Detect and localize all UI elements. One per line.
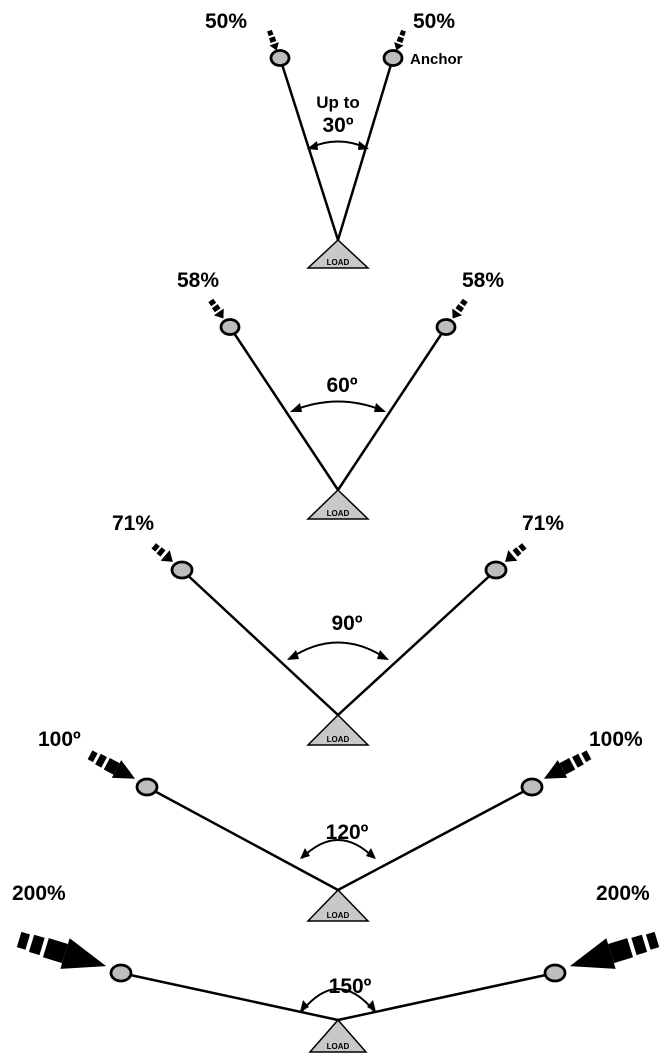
sling-leg-left bbox=[146, 785, 339, 892]
load-label: LOAD bbox=[327, 258, 350, 267]
anchor-point-left bbox=[269, 49, 291, 67]
load-stress-arrow-left bbox=[267, 29, 279, 51]
angle-label: 30º bbox=[322, 114, 353, 137]
configuration-30-degrees: LOAD 50% 50% Anchor Up to 30º bbox=[205, 10, 463, 269]
anchor-label: Anchor bbox=[410, 51, 463, 68]
load-triangle bbox=[306, 713, 370, 746]
load-triangle bbox=[306, 488, 370, 520]
angle-arc-arrowhead-right bbox=[367, 1000, 376, 1012]
load-stress-arrow-right bbox=[505, 543, 527, 562]
angle-arc-arrowhead-left bbox=[300, 848, 310, 859]
load-percent-right: 58% bbox=[462, 269, 504, 292]
sling-leg-right bbox=[337, 785, 533, 892]
anchor-point-right bbox=[520, 777, 544, 797]
angle-arc bbox=[301, 988, 375, 1012]
load-percent-right: 50% bbox=[413, 10, 455, 33]
anchor-point-right bbox=[484, 560, 508, 580]
configuration-90-degrees: LOAD 71% 71% 90º bbox=[112, 512, 564, 746]
load-stress-arrow-left bbox=[208, 298, 224, 319]
sling-leg-left bbox=[181, 569, 339, 716]
load-stress-arrow-left bbox=[151, 543, 173, 562]
angle-arc-arrowhead-left bbox=[290, 403, 302, 412]
load-percent-left: 200% bbox=[12, 882, 66, 905]
load-percent-right: 71% bbox=[522, 512, 564, 535]
load-stress-arrow-right bbox=[452, 298, 468, 319]
angle-arc bbox=[288, 641, 388, 660]
angle-arc bbox=[291, 400, 385, 412]
configuration-60-degrees: LOAD 58% 58% 60º bbox=[177, 269, 504, 520]
load-percent-right: 100% bbox=[589, 728, 643, 751]
anchor-point-right bbox=[435, 318, 457, 336]
load-stress-arrow-left bbox=[87, 750, 136, 779]
load-label: LOAD bbox=[327, 1042, 350, 1051]
load-percent-right: 200% bbox=[596, 882, 650, 905]
load-label: LOAD bbox=[327, 735, 350, 744]
load-percent-left: 58% bbox=[177, 269, 219, 292]
angle-label: 60º bbox=[326, 374, 357, 397]
load-label: LOAD bbox=[327, 911, 350, 920]
angle-arc bbox=[301, 839, 375, 859]
load-percent-left: 50% bbox=[205, 10, 247, 33]
angle-label: 150º bbox=[329, 975, 372, 998]
angle-arc-arrowhead-left bbox=[287, 650, 299, 660]
angle-label: 120º bbox=[326, 821, 369, 844]
angle-arc-arrowhead-right bbox=[366, 848, 376, 859]
anchor-point-left bbox=[170, 560, 194, 580]
load-stress-arrow-left bbox=[16, 931, 107, 969]
anchor-point-right bbox=[543, 963, 567, 983]
load-stress-arrow-right bbox=[569, 931, 660, 969]
load-percent-left: 71% bbox=[112, 512, 154, 535]
load-percent-left: 100º bbox=[38, 728, 81, 751]
sling-leg-right bbox=[336, 326, 448, 491]
angle-arc-arrowhead-right bbox=[374, 403, 386, 412]
sling-leg-left bbox=[120, 971, 339, 1022]
configuration-150-degrees: LOAD 200% 200% 150º bbox=[12, 882, 660, 1053]
load-stress-arrow-right bbox=[394, 29, 406, 51]
angle-arc bbox=[308, 140, 368, 149]
angle-arc-arrowhead-left bbox=[300, 1000, 309, 1012]
angle-arc-arrowhead-right bbox=[377, 650, 389, 660]
sling-leg-right bbox=[337, 569, 497, 716]
sling-leg-right bbox=[337, 971, 556, 1022]
load-triangle bbox=[306, 888, 370, 922]
anchor-point-left bbox=[109, 963, 133, 983]
load-triangle bbox=[308, 1018, 368, 1053]
anchor-point-right bbox=[382, 49, 404, 67]
angle-label: 90º bbox=[331, 612, 362, 635]
angle-prefix-label: Up to bbox=[316, 93, 359, 112]
load-stress-arrow-right bbox=[543, 750, 592, 779]
angle-arc-arrowhead-left bbox=[307, 141, 318, 150]
load-label: LOAD bbox=[327, 509, 350, 518]
sling-leg-left bbox=[228, 326, 340, 491]
angle-arc-arrowhead-right bbox=[358, 141, 369, 150]
load-triangle bbox=[306, 238, 370, 269]
anchor-point-left bbox=[219, 318, 241, 336]
anchor-point-left bbox=[135, 777, 159, 797]
configuration-120-degrees: LOAD 100º 100% 120º bbox=[38, 728, 643, 922]
